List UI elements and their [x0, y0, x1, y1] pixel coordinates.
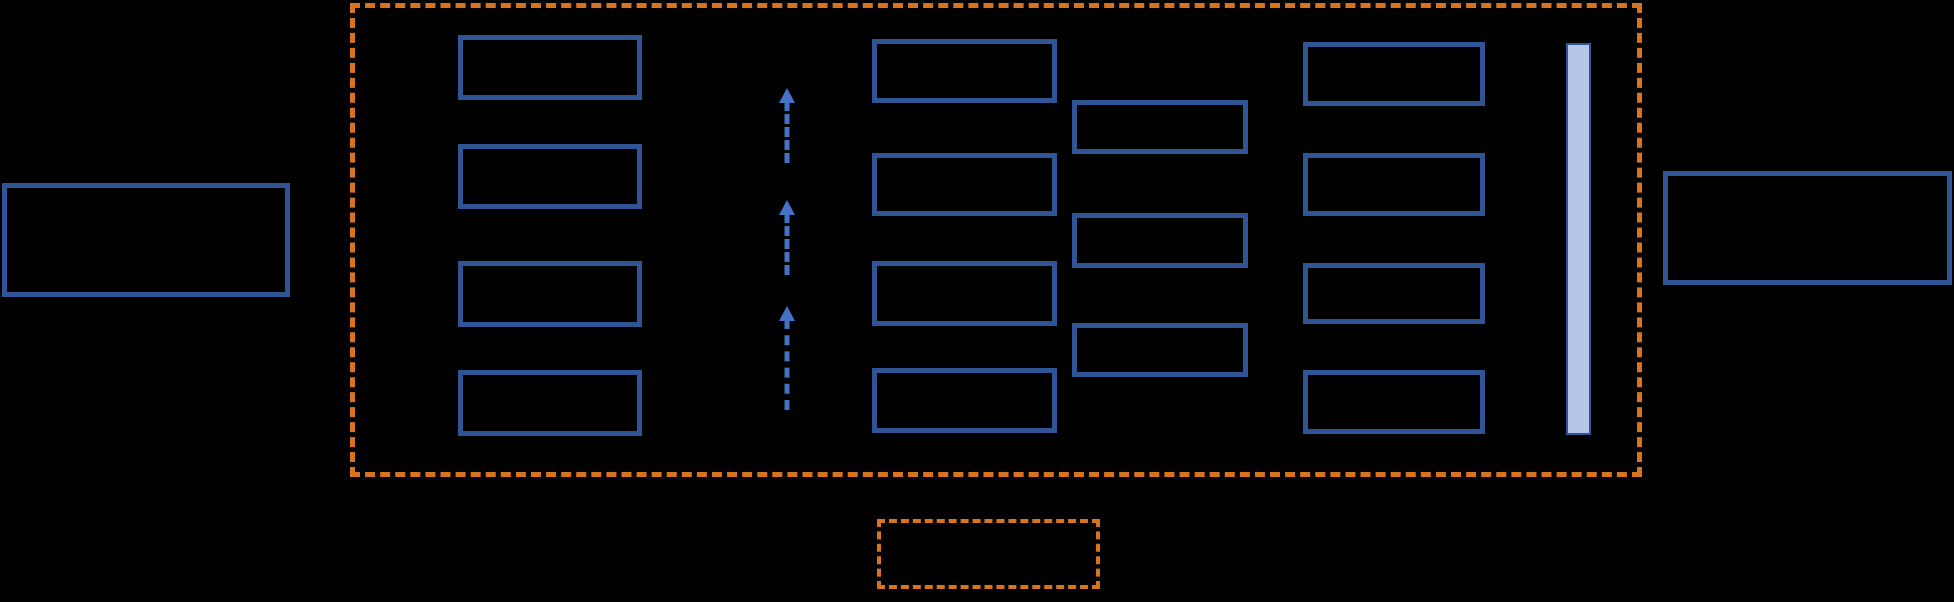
col2-box-1 [872, 39, 1057, 103]
col3-box-2 [1303, 153, 1485, 216]
up-arrow-1-head-icon [779, 88, 795, 103]
col1-box-2 [458, 144, 642, 209]
col2-box-3 [872, 261, 1057, 326]
vertical-output-bar [1566, 43, 1591, 435]
col2-box-2 [872, 153, 1057, 216]
main-dashed-frame [350, 3, 1642, 477]
up-arrow-2-head-icon [779, 200, 795, 215]
left-input-box [2, 183, 290, 297]
up-arrow-2 [779, 200, 795, 275]
mid-offset-box-2 [1072, 213, 1248, 268]
col1-box-3 [458, 261, 642, 327]
right-output-box [1663, 171, 1952, 285]
legend-dashed-box [877, 519, 1100, 589]
col1-box-1 [458, 35, 642, 100]
col3-box-1 [1303, 42, 1485, 106]
up-arrow-3-shaft [784, 319, 790, 410]
col1-box-4 [458, 370, 642, 436]
col2-box-4 [872, 368, 1057, 433]
up-arrow-2-shaft [784, 213, 790, 275]
mid-offset-box-3 [1072, 323, 1248, 377]
up-arrow-1 [779, 88, 795, 163]
mid-offset-box-1 [1072, 100, 1248, 154]
col3-box-4 [1303, 370, 1485, 434]
up-arrow-3 [779, 306, 795, 410]
col3-box-3 [1303, 263, 1485, 324]
up-arrow-3-head-icon [779, 306, 795, 321]
up-arrow-1-shaft [784, 101, 790, 163]
